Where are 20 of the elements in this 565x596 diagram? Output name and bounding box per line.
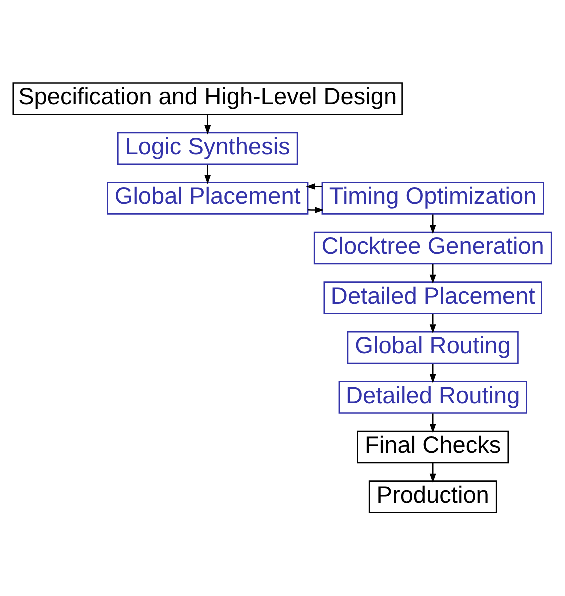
arrow xyxy=(430,464,436,484)
arrow xyxy=(430,364,436,384)
arrow xyxy=(430,264,436,284)
arrow xyxy=(204,115,212,135)
arrow xyxy=(308,207,324,214)
arrow xyxy=(430,314,436,334)
arrow xyxy=(430,214,436,234)
node-box: Global Placement xyxy=(107,182,309,215)
node-box: Detailed Placement xyxy=(324,282,542,314)
node-box: Clocktree Generation xyxy=(314,232,552,265)
node-box: Global Routing xyxy=(347,331,519,364)
node-box: Timing Optimization xyxy=(322,182,544,215)
arrow xyxy=(430,414,436,434)
arrow xyxy=(306,183,322,190)
node-box: Detailed Routing xyxy=(338,381,528,414)
node-box: Logic Synthesis xyxy=(118,132,298,166)
node-box: Production xyxy=(368,480,498,514)
node-box: Specification and High-Level Design xyxy=(12,82,403,116)
node-box: Final Checks xyxy=(357,430,510,464)
arrow xyxy=(204,164,212,184)
